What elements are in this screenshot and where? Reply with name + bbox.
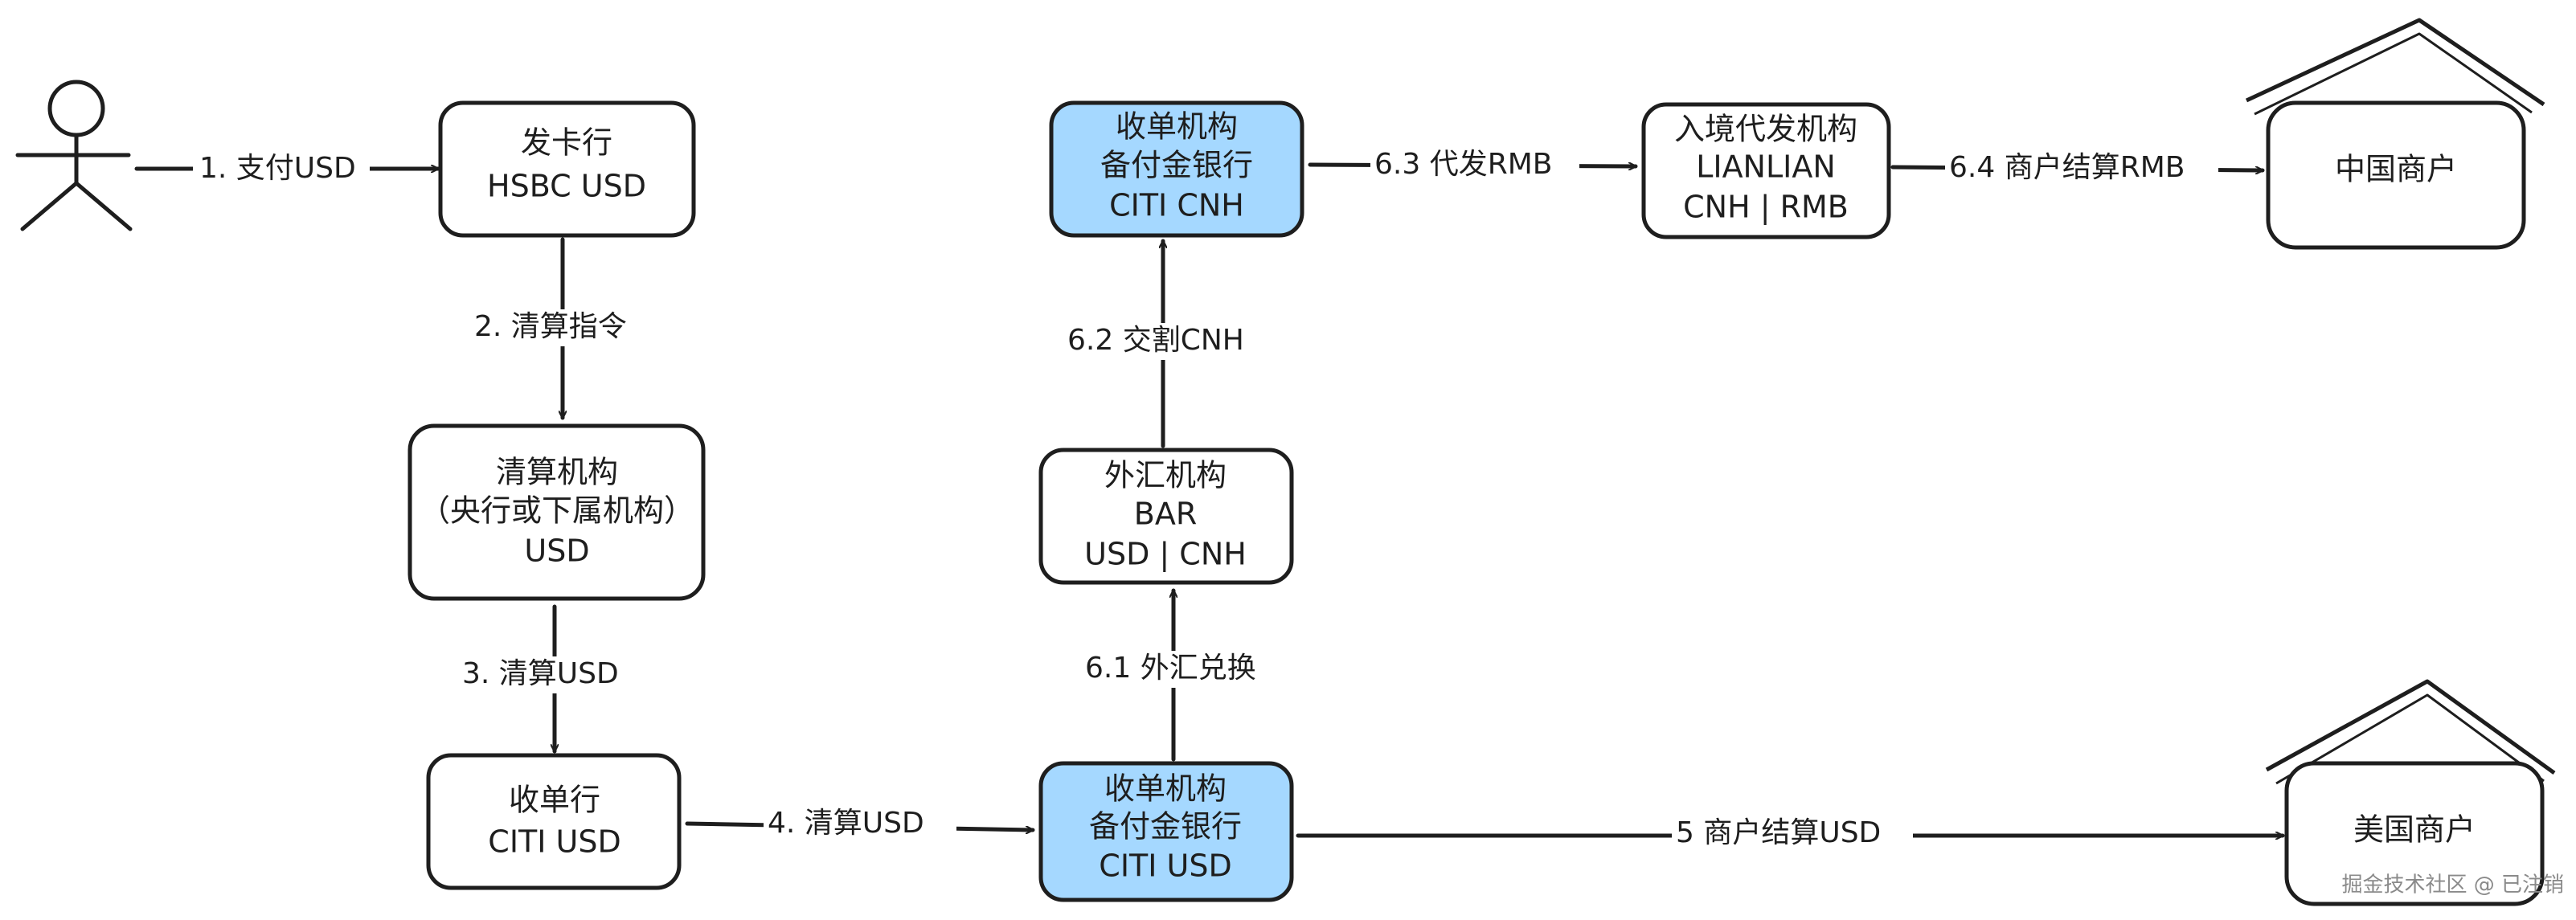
node-acquirer-reserve-usd: 收单机构 备付金银行 CITI USD	[1038, 761, 1294, 902]
svg-text:外汇机构: 外汇机构	[1104, 458, 1227, 493]
svg-text:收单行: 收单行	[509, 783, 600, 818]
svg-text:2. 清算指令: 2. 清算指令	[474, 310, 627, 343]
svg-text:6.2 交割CNH: 6.2 交割CNH	[1067, 324, 1244, 357]
edge-label-6-4: 6.4 商户结算RMB	[1945, 150, 2218, 187]
svg-text:（央行或下属机构）: （央行或下属机构）	[420, 493, 694, 529]
node-issuing-bank: 发卡行 HSBC USD	[438, 100, 696, 238]
edge-label-6-1: 6.1 外汇兑换	[1081, 651, 1274, 688]
watermark: 掘金技术社区 @ 已注销	[2341, 873, 2564, 898]
svg-text:收单机构: 收单机构	[1104, 771, 1227, 807]
edge-label-3: 3. 清算USD	[458, 656, 651, 693]
svg-text:4. 清算USD: 4. 清算USD	[768, 807, 924, 840]
node-acquiring-bank: 收单行 CITI USD	[426, 753, 682, 890]
svg-text:CNH | RMB: CNH | RMB	[1683, 190, 1849, 226]
edge-label-4: 4. 清算USD	[764, 806, 956, 843]
svg-text:5 商户结算USD: 5 商户结算USD	[1676, 816, 1881, 849]
svg-text:6.1 外汇兑换: 6.1 外汇兑换	[1085, 652, 1256, 685]
edge-label-2: 2. 清算指令	[470, 309, 655, 346]
svg-text:LIANLIAN: LIANLIAN	[1696, 149, 1836, 185]
edge-label-1: 1. 支付USD	[193, 151, 370, 188]
svg-text:中国商户: 中国商户	[2335, 152, 2457, 187]
svg-text:清算机构: 清算机构	[496, 455, 618, 490]
svg-text:BAR: BAR	[1134, 497, 1197, 532]
svg-text:USD | CNH: USD | CNH	[1084, 537, 1247, 573]
svg-text:CITI USD: CITI USD	[488, 824, 620, 860]
node-fx-institution: 外汇机构 BAR USD | CNH	[1038, 448, 1294, 585]
edge-label-6-3: 6.3 代发RMB	[1370, 147, 1579, 184]
svg-text:1. 支付USD: 1. 支付USD	[199, 152, 356, 185]
svg-text:6.4 商户结算RMB: 6.4 商户结算RMB	[1949, 151, 2185, 184]
node-clearing-house: 清算机构 （央行或下属机构） USD	[407, 423, 706, 601]
user-actor-icon	[15, 80, 133, 231]
svg-text:CITI CNH: CITI CNH	[1109, 188, 1244, 223]
svg-text:收单机构: 收单机构	[1116, 109, 1238, 145]
svg-text:6.3 代发RMB: 6.3 代发RMB	[1374, 148, 1552, 181]
edge-label-5: 5 商户结算USD	[1672, 816, 1913, 853]
svg-text:USD: USD	[524, 534, 589, 569]
node-acquirer-reserve-cnh: 收单机构 备付金银行 CITI CNH	[1049, 100, 1304, 238]
svg-text:美国商户: 美国商户	[2353, 812, 2476, 848]
node-inbound-payout: 入境代发机构 LIANLIAN CNH | RMB	[1641, 102, 1891, 239]
svg-text:入境代发机构: 入境代发机构	[1674, 112, 1857, 147]
svg-text:3. 清算USD: 3. 清算USD	[462, 657, 619, 690]
svg-text:发卡行: 发卡行	[521, 125, 612, 161]
svg-text:备付金银行: 备付金银行	[1089, 809, 1242, 844]
node-us-merchant: 美国商户	[2265, 679, 2556, 906]
svg-text:HSBC USD: HSBC USD	[487, 169, 646, 204]
node-china-merchant: 中国商户	[2245, 18, 2545, 250]
svg-text:备付金银行: 备付金银行	[1100, 148, 1253, 183]
edge-label-6-2: 6.2 交割CNH	[1063, 323, 1272, 360]
svg-text:CITI USD: CITI USD	[1099, 848, 1231, 884]
